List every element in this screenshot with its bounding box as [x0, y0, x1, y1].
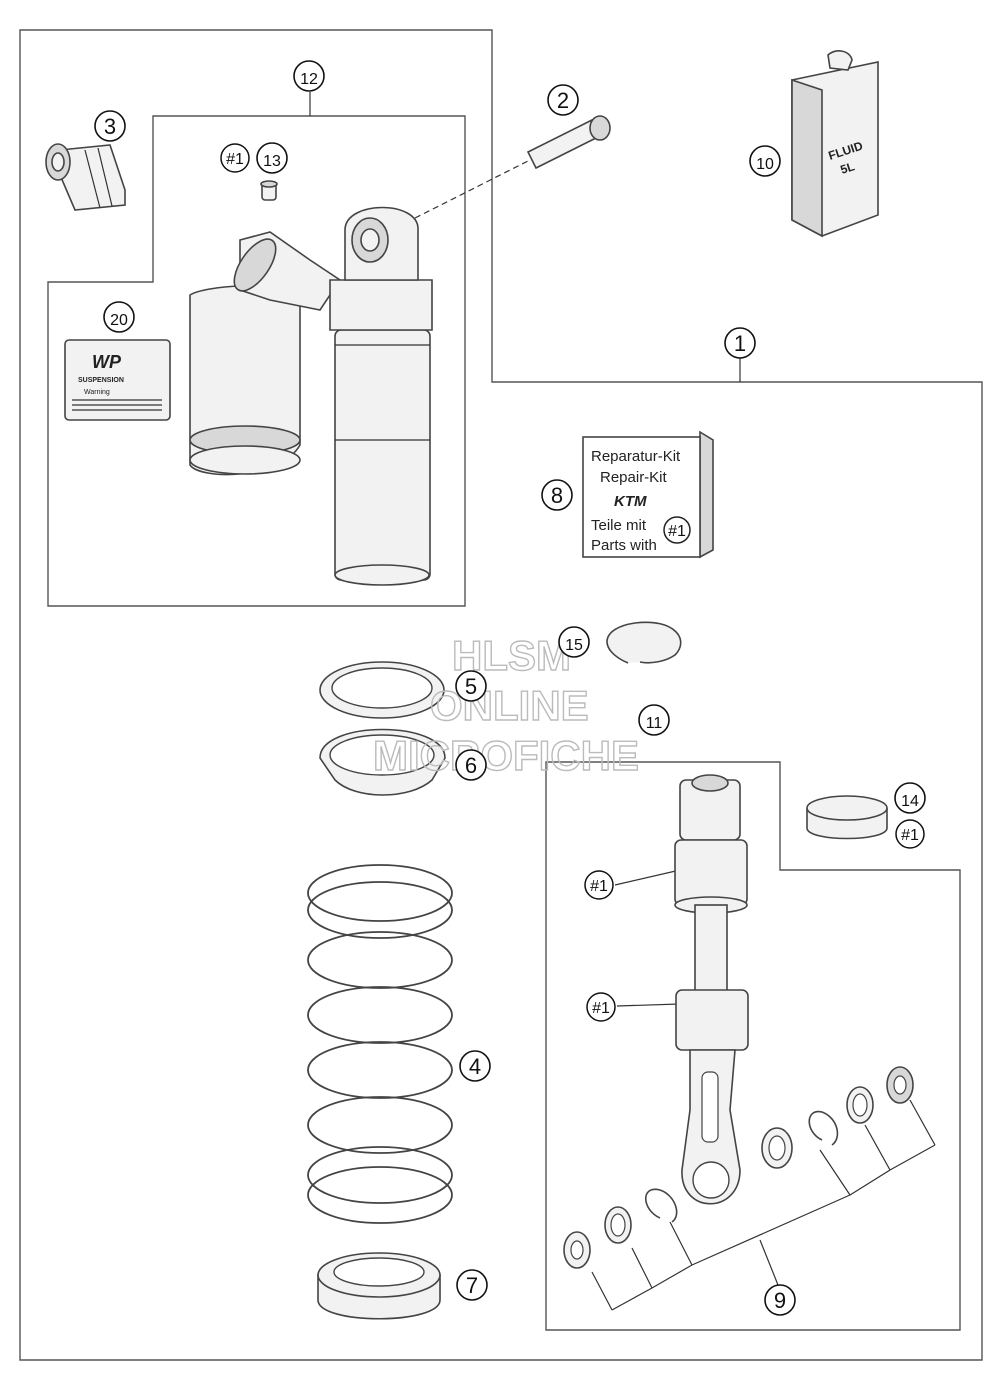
callout-8: 8	[541, 479, 573, 511]
part-3-adjuster	[45, 143, 126, 211]
part-2-bolt	[526, 115, 611, 170]
part-14-sleeve	[806, 795, 888, 840]
part-20-decal: WP SUSPENSION Warning	[64, 339, 171, 421]
svg-text:8: 8	[551, 483, 563, 508]
decal-sub: SUSPENSION	[78, 377, 124, 384]
callout-3: 3	[94, 110, 126, 142]
watermark-line-3: MICROFICHE	[373, 732, 639, 779]
callout-20: 20	[103, 301, 135, 333]
svg-text:2: 2	[557, 88, 569, 113]
decal-warning: Warning	[84, 389, 110, 396]
watermark-line-2: ONLINE	[430, 682, 589, 729]
callout-14: 14	[894, 782, 926, 814]
svg-text:#1: #1	[226, 151, 244, 168]
svg-text:3: 3	[104, 114, 116, 139]
kit-brand: KTM	[614, 493, 647, 510]
leader-ref1-seal	[616, 1003, 681, 1007]
part-10-fluid-can: FLUID 5L	[791, 50, 879, 238]
callout-9: 9	[764, 1284, 796, 1316]
assembly-frame-11	[545, 761, 961, 1331]
callout-10: 10	[749, 145, 781, 177]
callout-5: 5	[455, 670, 487, 702]
part-15-circlip	[606, 621, 682, 664]
svg-text:6: 6	[465, 753, 477, 778]
kit-line-2: Repair-Kit	[600, 469, 668, 486]
kit-line-3: Teile mit	[591, 517, 647, 534]
svg-text:14: 14	[901, 793, 919, 810]
callout-15: 15	[558, 626, 590, 658]
callout-2: 2	[547, 84, 579, 116]
leader-ref1-piston	[614, 869, 681, 886]
ref-callout-seal: #1	[586, 992, 616, 1022]
svg-text:12: 12	[300, 71, 318, 88]
assembly-frame-12	[47, 115, 466, 607]
svg-text:#1: #1	[592, 1000, 610, 1017]
callout-4: 4	[459, 1050, 491, 1082]
svg-text:#1: #1	[901, 827, 919, 844]
fluid-label-2: 5L	[839, 159, 857, 177]
decal-brand: WP	[92, 352, 122, 372]
svg-text:4: 4	[469, 1054, 481, 1079]
callout-7: 7	[456, 1269, 488, 1301]
callout-11: 11	[638, 704, 670, 736]
part-6-nut	[319, 728, 446, 796]
part-13-valve	[260, 180, 278, 201]
kit-badge: #1	[668, 523, 686, 540]
callout-12: 12	[293, 60, 325, 92]
part-8-repair-kit: Reparatur-Kit Repair-Kit KTM Teile mit P…	[582, 430, 714, 559]
ref-callout-13: #1	[220, 143, 250, 173]
part-7-spring-seat	[317, 1252, 441, 1320]
svg-text:1: 1	[734, 331, 746, 356]
part-11-damper-rod	[674, 774, 749, 1205]
svg-text:11: 11	[646, 715, 663, 732]
svg-text:10: 10	[756, 156, 774, 173]
ref-callout-piston: #1	[584, 870, 614, 900]
svg-text:20: 20	[110, 312, 128, 329]
leader-2-bolt-path	[414, 159, 531, 219]
svg-text:9: 9	[774, 1288, 786, 1313]
assembly-frame-1	[19, 29, 983, 1361]
leader-9-bracket	[591, 1099, 936, 1311]
svg-text:#1: #1	[590, 878, 608, 895]
svg-text:5: 5	[465, 674, 477, 699]
svg-text:7: 7	[466, 1273, 478, 1298]
ref-callout-14: #1	[895, 819, 925, 849]
kit-line-1: Reparatur-Kit	[591, 448, 681, 465]
callout-1: 1	[724, 327, 756, 359]
svg-text:13: 13	[263, 153, 281, 170]
callout-13: 13	[256, 142, 288, 174]
part-9-bushings	[563, 1066, 914, 1269]
svg-text:15: 15	[565, 637, 583, 654]
part-4-spring	[307, 864, 453, 1224]
part-5-nut	[319, 661, 445, 719]
kit-line-4: Parts with	[591, 537, 657, 554]
part-12-shock-body	[189, 206, 433, 586]
callout-6: 6	[455, 749, 487, 781]
